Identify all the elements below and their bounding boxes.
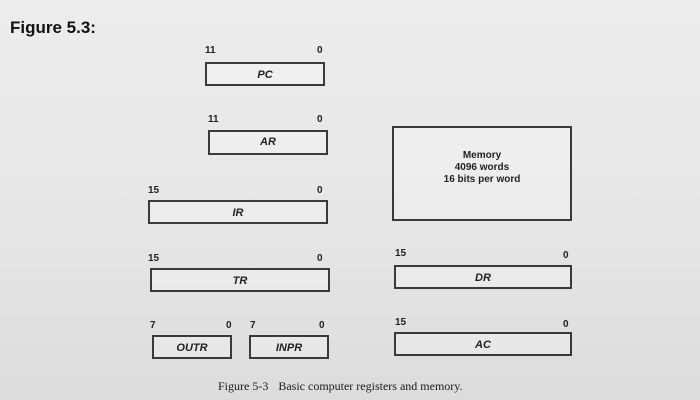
register-tr-name: TR (232, 275, 248, 287)
register-inpr-name: INPR (275, 342, 303, 354)
register-outr: OUTR (152, 335, 232, 359)
memory-title: Memory (462, 150, 502, 161)
figure-heading: Figure 5.3: (10, 18, 96, 37)
register-ar-name: AR (260, 136, 276, 148)
ir-lsb-label: 0 (317, 185, 323, 196)
dr-msb-label: 15 (395, 248, 407, 259)
caption-text: Basic computer registers and memory. (278, 379, 463, 393)
register-dr: DR (394, 265, 572, 289)
register-ar: AR (208, 130, 328, 155)
ac-msb-label: 15 (395, 317, 407, 328)
dr-lsb-label: 0 (563, 250, 569, 261)
memory-description: Memory 4096 words 16 bits per word (394, 150, 570, 186)
register-tr: TR (150, 268, 330, 292)
ac-lsb-label: 0 (563, 319, 569, 330)
pc-lsb-label: 0 (317, 45, 323, 56)
ar-lsb-label: 0 (317, 114, 323, 125)
tr-msb-label: 15 (148, 253, 160, 264)
memory-box: Memory 4096 words 16 bits per word (392, 126, 572, 221)
inpr-lsb-label: 0 (319, 320, 325, 331)
outr-msb-label: 7 (150, 320, 156, 331)
pc-msb-label: 11 (205, 45, 216, 56)
register-ac-name: AC (475, 339, 491, 351)
figure-caption: Figure 5-3 Basic computer registers and m… (218, 379, 473, 394)
register-pc-name: PC (257, 69, 273, 81)
ar-msb-label: 11 (208, 114, 219, 125)
inpr-msb-label: 7 (250, 320, 256, 331)
register-ir-name: IR (232, 207, 244, 219)
register-ir: IR (148, 200, 328, 224)
memory-word-width: 16 bits per word (443, 174, 521, 185)
outr-lsb-label: 0 (226, 320, 232, 331)
memory-size: 4096 words (454, 162, 510, 173)
tr-lsb-label: 0 (317, 253, 323, 264)
register-ac: AC (394, 332, 572, 356)
ir-msb-label: 15 (148, 185, 160, 196)
register-dr-name: DR (475, 272, 491, 284)
register-outr-name: OUTR (176, 342, 208, 354)
register-pc: PC (205, 62, 325, 86)
caption-label: Figure 5-3 (218, 379, 269, 393)
register-inpr: INPR (249, 335, 329, 359)
